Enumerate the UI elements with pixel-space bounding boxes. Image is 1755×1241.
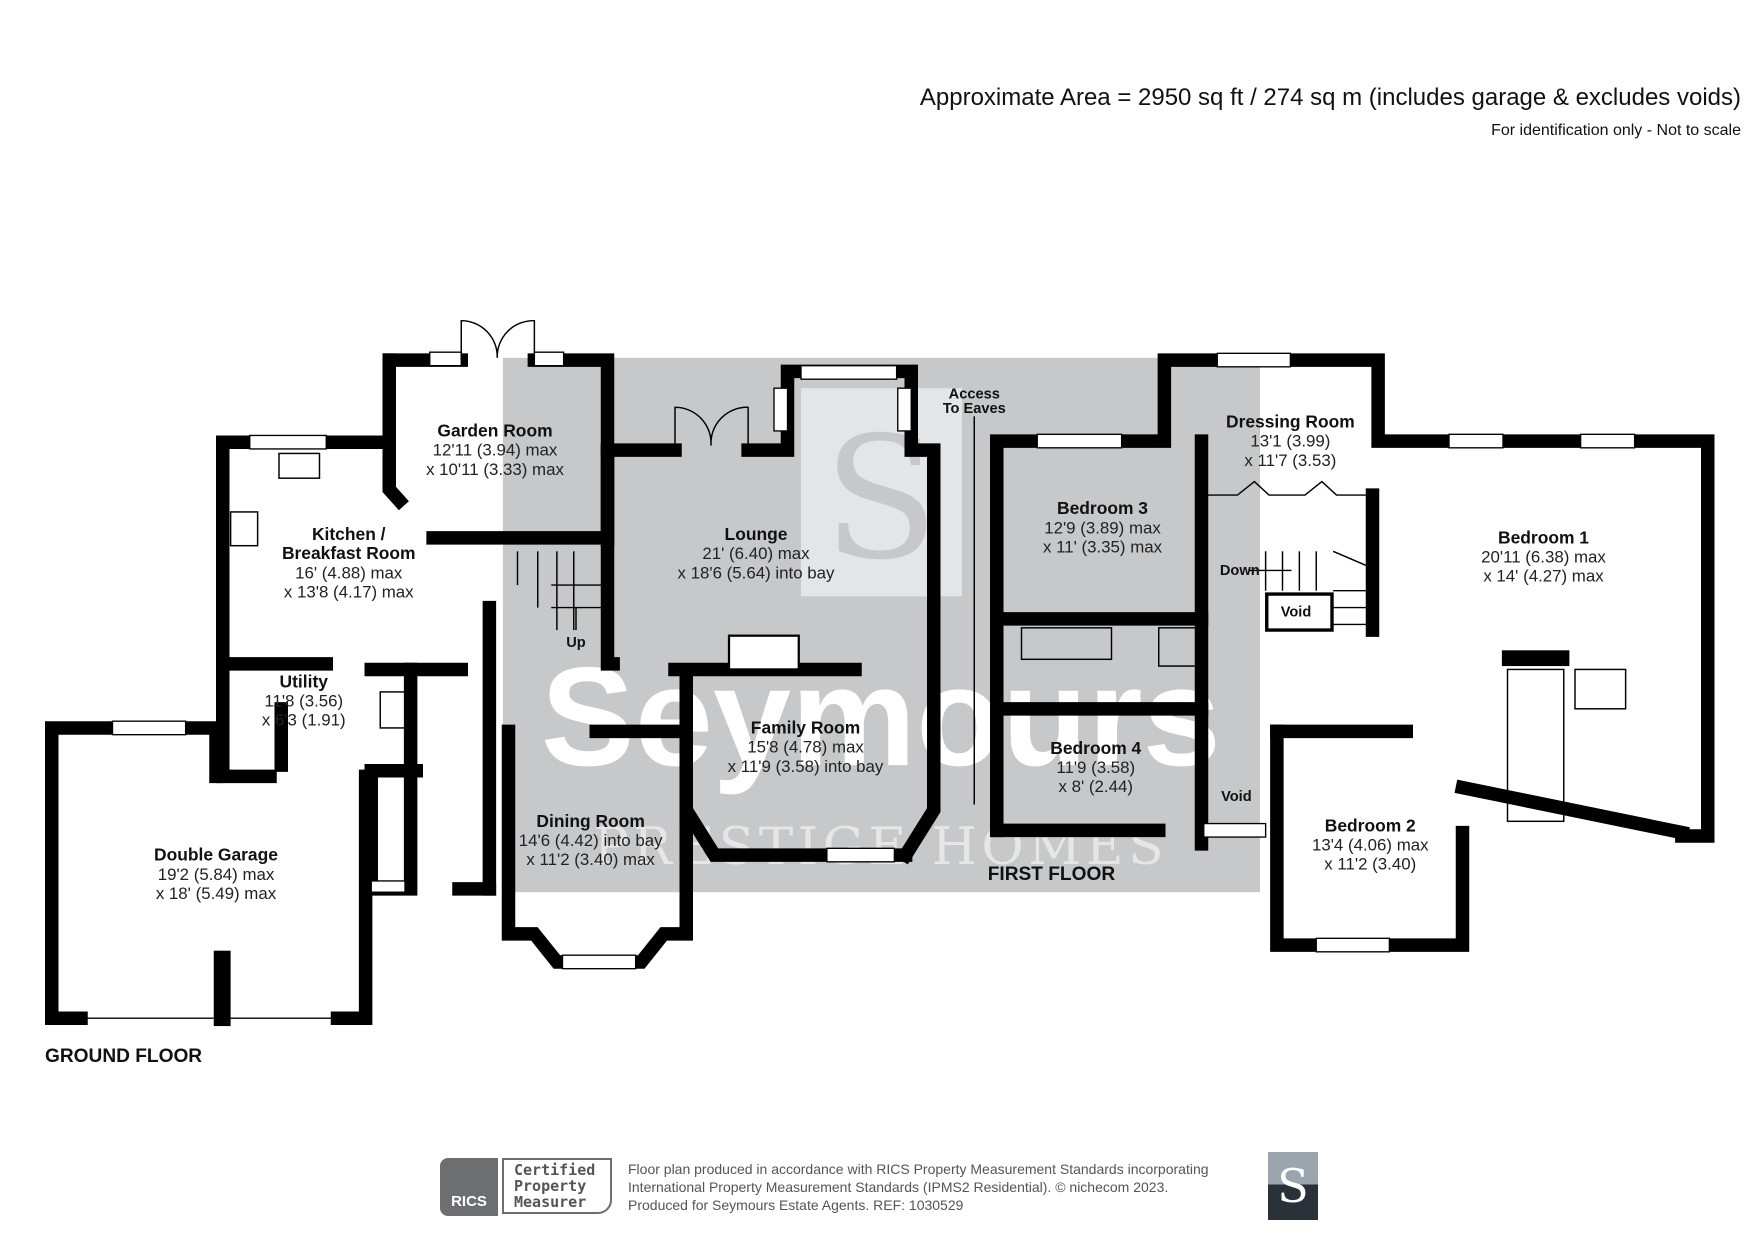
svg-text:15'8 (4.78) max: 15'8 (4.78) max <box>747 738 864 757</box>
ground-floor-walls <box>45 319 941 1027</box>
ground-floor-title: GROUND FLOOR <box>45 1046 202 1067</box>
watermark-mark: S <box>823 400 939 597</box>
first-floor-walls <box>973 352 1715 953</box>
svg-text:x 6'3 (1.91): x 6'3 (1.91) <box>262 711 346 730</box>
footer-disclaimer: Floor plan produced in accordance with R… <box>628 1161 1209 1213</box>
eaves-label-2: To Eaves <box>943 401 1006 417</box>
svg-text:11'9 (3.58): 11'9 (3.58) <box>1056 758 1135 777</box>
svg-text:Bedroom 1: Bedroom 1 <box>1498 527 1589 547</box>
svg-text:12'11 (3.94) max: 12'11 (3.94) max <box>433 441 558 460</box>
svg-text:Dining Room: Dining Room <box>536 811 644 831</box>
svg-text:x 11'2 (3.40): x 11'2 (3.40) <box>1324 855 1416 874</box>
svg-text:12'9 (3.89) max: 12'9 (3.89) max <box>1044 518 1161 537</box>
svg-text:11'8 (3.56): 11'8 (3.56) <box>264 692 343 711</box>
svg-text:Bedroom 2: Bedroom 2 <box>1325 815 1416 835</box>
svg-text:21' (6.40) max: 21' (6.40) max <box>702 544 810 563</box>
watermark-brand: Seymours <box>541 638 1221 795</box>
svg-text:x 18' (5.49) max: x 18' (5.49) max <box>156 884 277 903</box>
svg-text:x 11'2 (3.40) max: x 11'2 (3.40) max <box>526 850 655 869</box>
svg-text:x 18'6 (5.64) into bay: x 18'6 (5.64) into bay <box>678 563 835 582</box>
svg-text:13'4 (4.06) max: 13'4 (4.06) max <box>1312 836 1429 855</box>
svg-text:x 11'7 (3.53): x 11'7 (3.53) <box>1244 451 1336 470</box>
svg-text:x 14' (4.27) max: x 14' (4.27) max <box>1483 567 1604 586</box>
stairs-down-label: Down <box>1220 563 1260 579</box>
svg-text:Kitchen /: Kitchen / <box>312 524 386 544</box>
svg-text:Dressing Room: Dressing Room <box>1226 412 1355 432</box>
svg-text:x 11'9 (3.58) into bay: x 11'9 (3.58) into bay <box>728 757 884 776</box>
bedroom4-label: Bedroom 411'9 (3.58)x 8' (2.44) <box>1050 738 1141 796</box>
void-label: Void <box>1281 605 1312 621</box>
first-floor-title: FIRST FLOOR <box>988 864 1116 885</box>
svg-text:x 10'11 (3.33) max: x 10'11 (3.33) max <box>426 460 564 479</box>
svg-text:Breakfast Room: Breakfast Room <box>282 543 416 563</box>
svg-text:x 11' (3.35) max: x 11' (3.35) max <box>1043 537 1163 556</box>
eaves-label-1: Access <box>949 386 1000 402</box>
scale-note: For identification only - Not to scale <box>1491 122 1741 139</box>
approximate-area: Approximate Area = 2950 sq ft / 274 sq m… <box>919 84 1741 111</box>
svg-text:20'11 (6.38) max: 20'11 (6.38) max <box>1481 548 1606 567</box>
svg-text:Lounge: Lounge <box>725 524 788 544</box>
svg-text:Family Room: Family Room <box>751 718 860 738</box>
rics-logo: RICS <box>440 1158 498 1216</box>
svg-text:13'1 (3.99): 13'1 (3.99) <box>1250 432 1330 451</box>
stairs-up-label: Up <box>566 635 586 651</box>
svg-text:x 13'8 (4.17) max: x 13'8 (4.17) max <box>284 582 414 601</box>
void-label-2: Void <box>1221 789 1252 805</box>
svg-text:Bedroom 3: Bedroom 3 <box>1057 498 1148 518</box>
svg-text:Garden Room: Garden Room <box>437 421 552 441</box>
svg-text:14'6 (4.42) into bay: 14'6 (4.42) into bay <box>519 831 663 850</box>
svg-text:19'2 (5.84) max: 19'2 (5.84) max <box>158 865 275 884</box>
svg-text:x 8' (2.44): x 8' (2.44) <box>1059 777 1133 796</box>
svg-text:16' (4.88) max: 16' (4.88) max <box>295 563 403 582</box>
svg-text:Utility: Utility <box>280 671 329 691</box>
seymours-logo: S <box>1268 1152 1318 1220</box>
svg-text:Double Garage: Double Garage <box>154 845 278 865</box>
svg-text:Bedroom 4: Bedroom 4 <box>1050 738 1141 758</box>
